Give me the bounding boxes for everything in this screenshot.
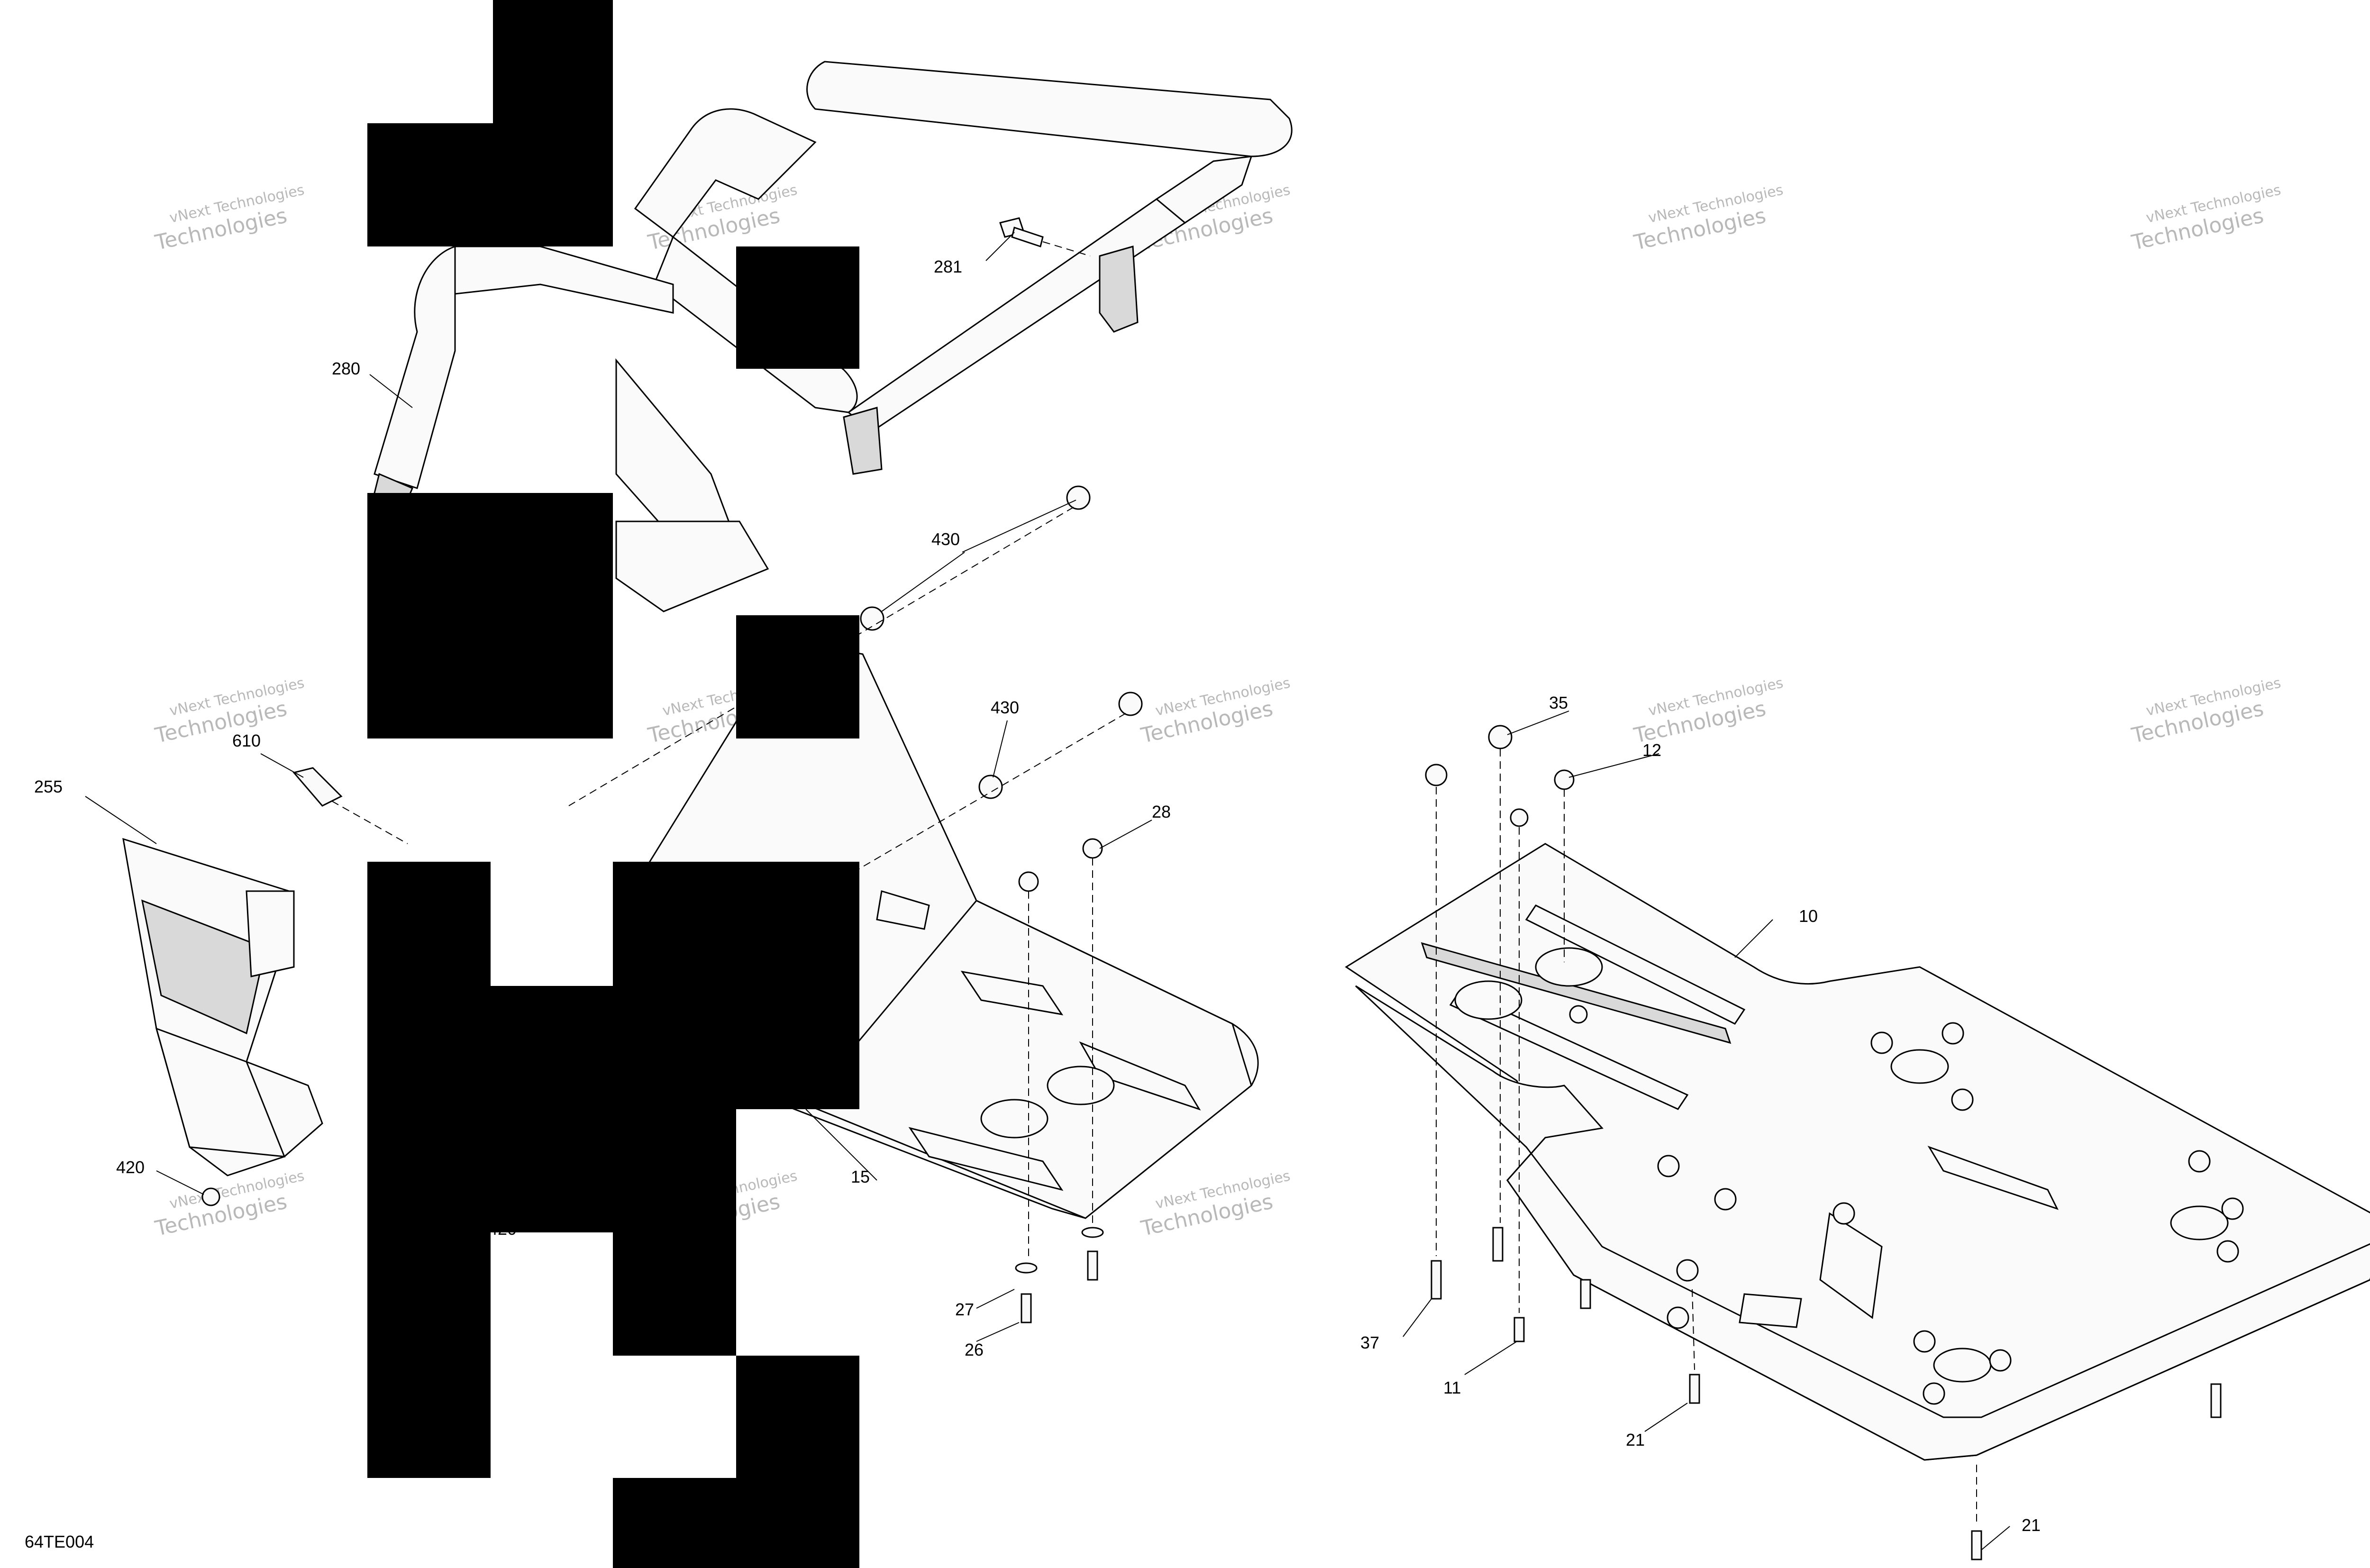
callout-28: 28 (1152, 802, 1171, 821)
skid-plate-10 (1345, 843, 2370, 1461)
callout-255: 255 (34, 777, 63, 796)
side-guard-255 (122, 838, 323, 1176)
callout-430: 430 (991, 698, 1019, 717)
callout-37: 37 (1360, 1333, 1379, 1352)
fasteners-11-12-21-35-37 (1425, 725, 2222, 1560)
callout-281: 281 (934, 257, 962, 276)
leader-lines (85, 232, 2010, 1550)
callout-420: 420 (116, 1158, 145, 1177)
bolt-610 (292, 767, 343, 807)
nut-430 (860, 485, 1143, 799)
nut-420 (201, 1187, 220, 1206)
fasteners-26-27-28 (1015, 838, 1104, 1323)
redaction-blocks (367, 0, 859, 1568)
callout-26: 26 (965, 1340, 984, 1359)
callout-35: 35 (1549, 693, 1568, 712)
diagram-reference-code: 64TE004 (25, 1532, 94, 1551)
callout-21: 21 (2022, 1515, 2041, 1535)
callout-labels: 280 281 430 430 28 255 610 420 420 15 27… (34, 257, 2041, 1535)
callout-430: 430 (931, 529, 960, 549)
callout-27: 27 (955, 1300, 974, 1319)
callout-12: 12 (1642, 740, 1661, 760)
bolt-281 (999, 217, 1044, 247)
callout-280: 280 (332, 359, 360, 378)
callout-11: 11 (1443, 1378, 1461, 1397)
callout-10: 10 (1799, 906, 1818, 926)
callout-21: 21 (1626, 1430, 1645, 1449)
callout-15: 15 (851, 1167, 870, 1186)
callout-610: 610 (232, 731, 261, 750)
